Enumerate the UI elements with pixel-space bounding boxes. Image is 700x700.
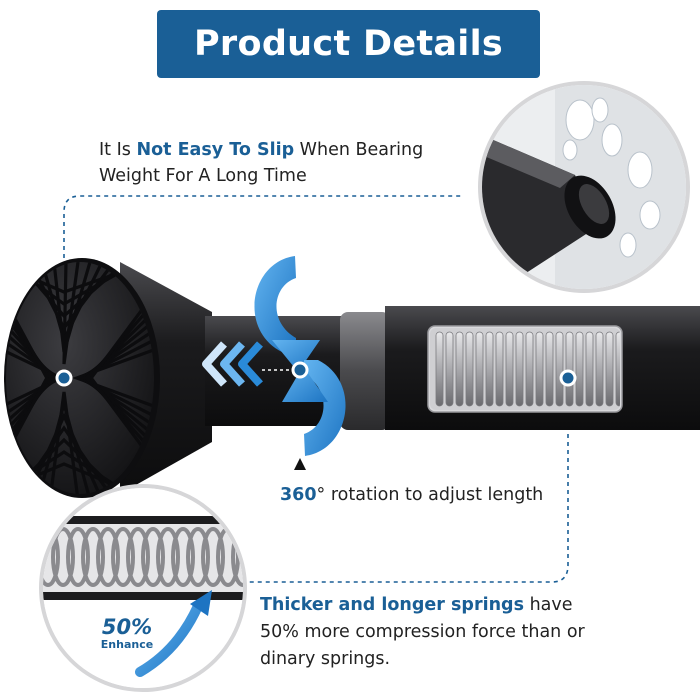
spring-marker-dot	[559, 369, 577, 387]
spring-loop	[171, 527, 195, 587]
curved-rotation-arrow-icon	[254, 256, 346, 456]
spring-loop	[156, 527, 180, 587]
curved-up-arrow-icon	[135, 601, 203, 677]
header-banner: Product Details	[157, 10, 540, 78]
spring-loop	[141, 527, 165, 587]
grip-callout-suffix: When Bearing Weight For A Long Time	[99, 140, 424, 186]
spring-coil	[535, 331, 544, 407]
spring-loop	[201, 527, 225, 587]
spring-coil	[575, 331, 584, 407]
enhance-percent: 50%	[101, 615, 153, 639]
cap-groove	[48, 391, 80, 494]
spring-coil	[615, 331, 620, 407]
rotation-callout-highlight: 360	[280, 485, 317, 505]
chevron-left-icon	[202, 341, 263, 387]
spring-coil	[545, 331, 554, 407]
spring-callout-highlight: Thicker and longer springs	[260, 595, 524, 615]
tension-rod	[120, 262, 700, 494]
spring-loop	[231, 527, 243, 587]
grip-callout-prefix: It Is	[99, 140, 137, 160]
spring-coil	[485, 331, 494, 407]
spring-coil	[555, 331, 564, 407]
rotation-callout-suffix: ° rotation to adjust length	[316, 485, 544, 505]
cap-groove	[81, 306, 154, 450]
water-splash-icon	[562, 97, 661, 258]
spring-coil	[605, 331, 614, 407]
spring-coil	[495, 331, 504, 407]
spring-coil	[525, 331, 534, 407]
triangle-up-icon	[294, 458, 306, 470]
grip-callout-text: It Is Not Easy To Slip When Bearing Weig…	[99, 137, 459, 189]
wall-contact-detail	[478, 81, 690, 293]
spring-loop	[96, 527, 120, 587]
spring-coil	[465, 331, 474, 407]
page-title: Product Details	[193, 24, 504, 64]
cap-groove	[62, 262, 80, 365]
dashed-connector-lines	[63, 195, 569, 583]
spring-detail	[39, 484, 247, 692]
spring-loop	[186, 527, 210, 587]
spring-coil	[455, 331, 464, 407]
enhance-badge: 50% Enhance	[96, 616, 158, 651]
spring-coil	[475, 331, 484, 407]
spring-coils	[43, 527, 243, 587]
spring-coil	[505, 331, 514, 407]
spring-window-coils	[430, 328, 620, 410]
spring-coil	[585, 331, 594, 407]
spring-loop	[81, 527, 105, 587]
rotation-callout-text: 360° rotation to adjust length	[280, 485, 543, 505]
spring-loop	[51, 527, 75, 587]
cap-groove	[24, 412, 104, 494]
spring-callout-text: Thicker and longer springs have 50% more…	[260, 592, 590, 673]
cap-groove	[84, 294, 154, 462]
cap-groove	[52, 262, 92, 353]
spring-coil	[595, 331, 604, 407]
enhance-label: Enhance	[100, 638, 154, 651]
spring-coil	[565, 331, 574, 407]
spring-coil	[445, 331, 454, 407]
spring-loop	[111, 527, 135, 587]
cap-groove	[36, 397, 92, 494]
spring-loop	[126, 527, 150, 587]
spring-callout-suffix: have 50% more compression force than or …	[260, 595, 585, 669]
spring-loop	[66, 527, 90, 587]
spring-coil	[515, 331, 524, 407]
spring-coil	[435, 331, 444, 407]
grip-callout-highlight: Not Easy To Slip	[136, 140, 295, 160]
